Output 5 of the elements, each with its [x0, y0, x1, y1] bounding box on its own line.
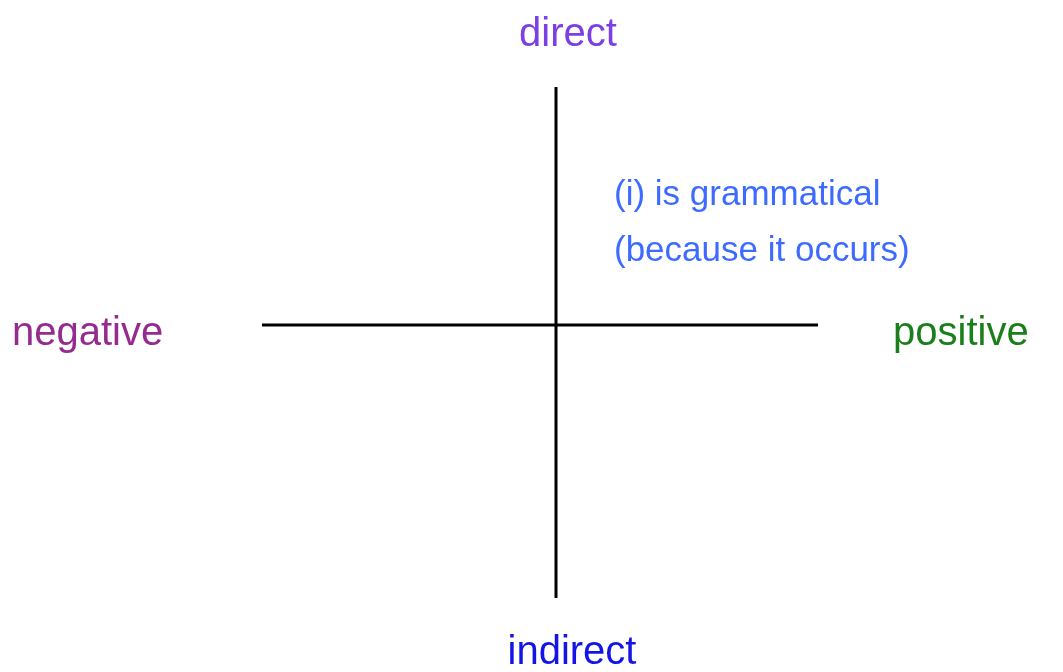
axis-label: direct: [519, 9, 617, 56]
axis-label: positive: [893, 308, 1029, 355]
axis-label: indirect: [507, 627, 637, 672]
axis-label: negative: [12, 308, 164, 355]
quadrant-note: (i) is grammatical (because it occurs): [614, 172, 911, 270]
